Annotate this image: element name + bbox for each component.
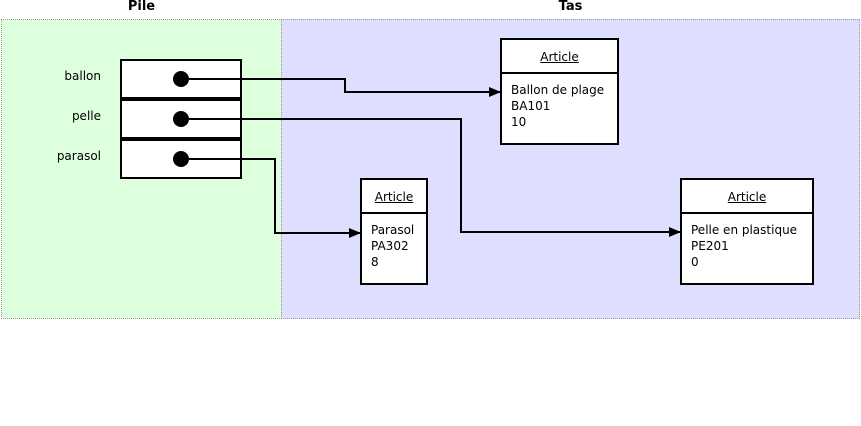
object-field-designation: Ballon de plage [511, 83, 605, 97]
reference-arrow-parasol [181, 158, 361, 238]
object-field-designation: Parasol [371, 223, 415, 237]
variable-label-parasol: parasol [56, 149, 101, 163]
object-field-reference: PA302 [371, 239, 409, 253]
object-field-reference: BA101 [511, 99, 551, 113]
object-class-name: Article [727, 190, 767, 204]
object-fields: Parasol PA302 8 [362, 214, 426, 270]
pointer-dot-parasol [173, 151, 189, 167]
tas-title: Tas [558, 0, 583, 14]
object-class-header: Article [682, 180, 812, 214]
variable-label-ballon: ballon [64, 69, 101, 83]
pointer-dot-pelle [173, 111, 189, 127]
reference-arrow-ballon [181, 78, 501, 97]
variable-label-pelle: pelle [71, 109, 101, 123]
object-field-reference: PE201 [691, 239, 729, 253]
object-field-designation: Pelle en plastique [691, 223, 798, 237]
pointer-dot-ballon [173, 71, 189, 87]
object-fields: Pelle en plastique PE201 0 [682, 214, 812, 270]
object-field-quantity: 8 [371, 255, 379, 269]
object-class-name: Article [540, 50, 579, 64]
pile-title: Pile [127, 0, 156, 14]
heap-object-ballon-de-plage: Article Ballon de plage BA101 10 [500, 38, 619, 145]
heap-object-parasol: Article Parasol PA302 8 [360, 178, 428, 285]
object-field-quantity: 0 [691, 255, 699, 269]
reference-arrow-pelle [181, 118, 681, 237]
object-field-quantity: 10 [511, 115, 527, 129]
object-class-header: Article [362, 180, 426, 214]
object-fields: Ballon de plage BA101 10 [502, 74, 617, 130]
object-class-header: Article [502, 40, 617, 74]
heap-object-pelle-en-plastique: Article Pelle en plastique PE201 0 [680, 178, 814, 285]
object-class-name: Article [374, 190, 414, 204]
